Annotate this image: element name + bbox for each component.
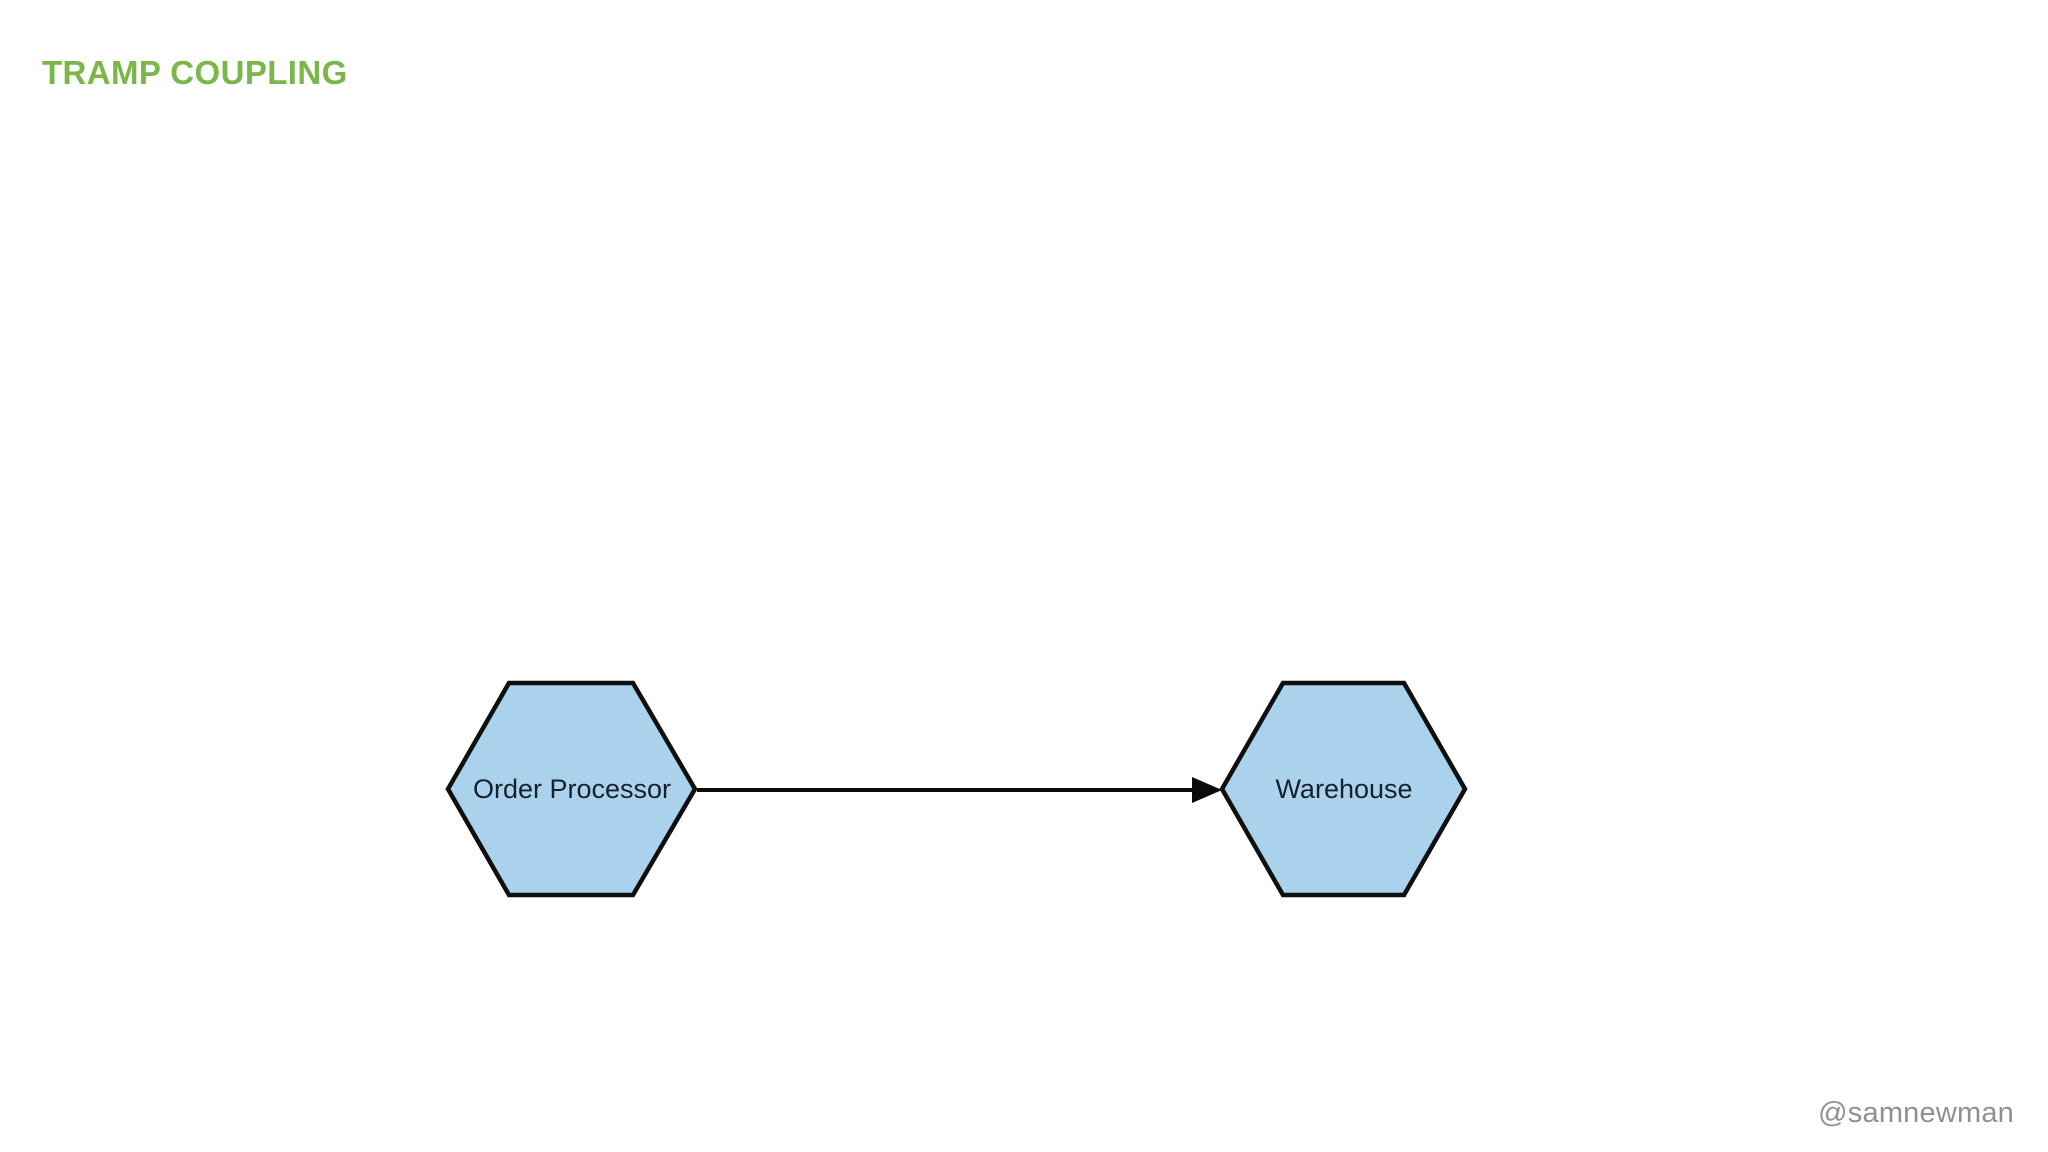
node-label: Order Processor [473,774,671,804]
node-label: Warehouse [1275,774,1412,804]
hexagon-shape [1219,680,1468,898]
arrowhead-icon [1192,777,1222,803]
hexagon-shape [445,680,698,898]
node-order-processor[interactable]: Order Processor [445,680,698,898]
watermark: @samnewman [1818,1097,2014,1129]
page-title: TRAMP COUPLING [42,54,348,91]
edge-order-processor-to-warehouse[interactable] [697,777,1222,803]
node-warehouse[interactable]: Warehouse [1219,680,1468,898]
